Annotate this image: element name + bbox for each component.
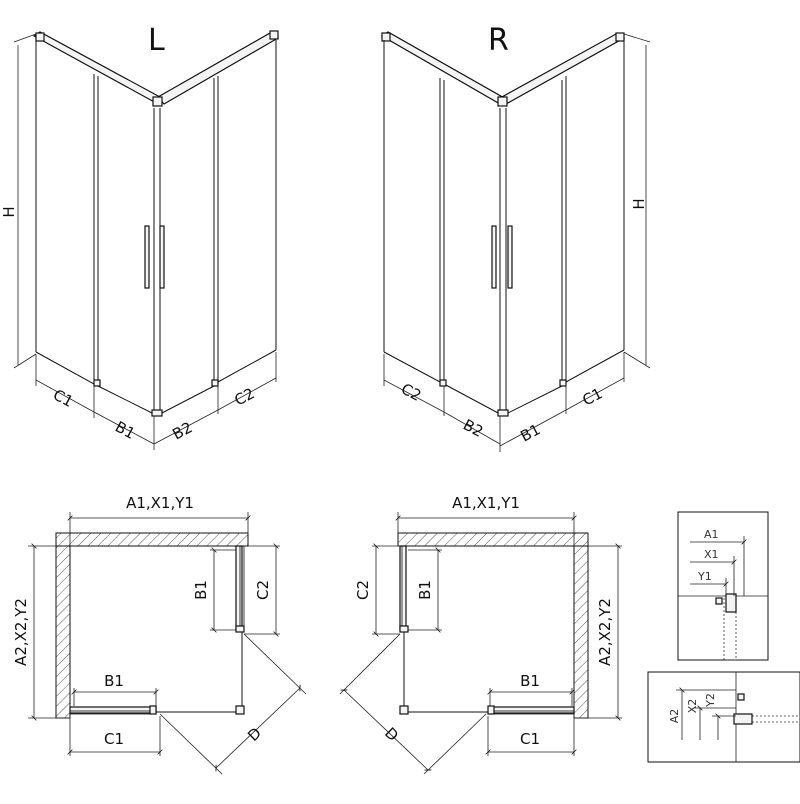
- title-right: R: [488, 23, 509, 58]
- detail-bottom: A2 X2 Y2: [647, 671, 800, 763]
- detail-x2: X2: [686, 699, 699, 714]
- dim-b2-right: B2: [460, 416, 486, 441]
- plan-right-c2-side: C2: [354, 580, 372, 600]
- dim-c1-left: C1: [50, 386, 76, 411]
- plan-view-right: A1,X1,Y1 A2,X2,Y2 C2 B1 B1 C1 D: [339, 494, 622, 775]
- detail-y2: Y2: [704, 693, 717, 708]
- plan-left-b1-bottom: B1: [104, 672, 124, 690]
- wall-right-right: [573, 545, 589, 719]
- handle-left-1: [144, 225, 150, 289]
- detail-a1: A1: [704, 528, 719, 541]
- plan-right-depth: A2,X2,Y2: [596, 598, 614, 666]
- plan-left-b1-side: B1: [192, 580, 210, 600]
- detail-y1: Y1: [697, 570, 712, 583]
- handle-right-1: [491, 225, 497, 289]
- detail-x1: X1: [704, 548, 719, 561]
- top-rail-left: [32, 31, 161, 105]
- title-left: L: [148, 23, 165, 58]
- iso-view-left: L H: [0, 23, 280, 450]
- dim-h-right: H: [630, 198, 648, 209]
- dim-c2-right: C2: [398, 380, 424, 405]
- plan-left-c2-side: C2: [254, 580, 272, 600]
- dim-c2-left: C2: [231, 384, 257, 409]
- wall-top-right: [397, 532, 589, 547]
- iso-view-right: R H C2 B2: [380, 23, 651, 452]
- dim-b2-left: B2: [169, 418, 195, 443]
- plan-right-b1-side: B1: [416, 580, 434, 600]
- plan-left-width: A1,X1,Y1: [126, 494, 194, 512]
- detail-top: A1 X1 Y1: [677, 511, 769, 661]
- plan-right-width: A1,X1,Y1: [452, 494, 520, 512]
- plan-left-depth: A2,X2,Y2: [12, 598, 30, 666]
- dim-c1-right: C1: [579, 384, 605, 409]
- dim-b1-left: B1: [112, 418, 138, 443]
- plan-left-c1-bottom: C1: [104, 730, 124, 748]
- plan-right-c1-bottom: C1: [520, 730, 540, 748]
- handle-right-2: [507, 225, 513, 289]
- wall-left-left: [55, 545, 71, 719]
- plan-left-diag: D: [244, 724, 265, 745]
- detail-a2: A2: [668, 709, 681, 724]
- handle-left-2: [159, 225, 165, 289]
- dim-h-left: H: [0, 206, 18, 217]
- plan-view-left: A1,X1,Y1 A2,X2,Y2 B1 C2 B1 C1 D: [12, 494, 307, 775]
- wall-top-left: [55, 532, 249, 547]
- plan-right-b1-bottom: B1: [520, 672, 540, 690]
